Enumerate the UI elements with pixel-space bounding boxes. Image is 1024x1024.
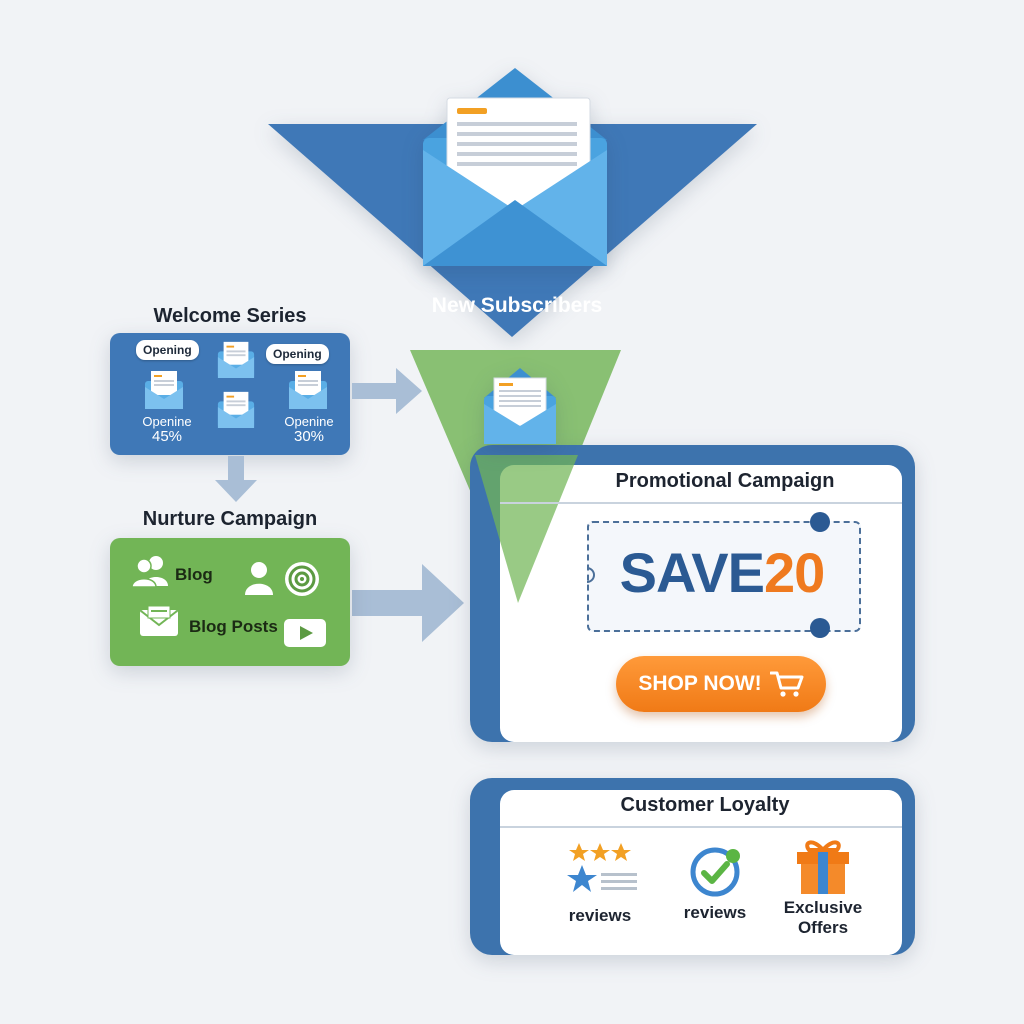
check-badge-icon bbox=[690, 847, 740, 897]
stat-right-value: 30% bbox=[293, 428, 325, 445]
opening-bubble-left: Opening bbox=[136, 340, 199, 360]
loyalty-item3-line2: Offers bbox=[797, 918, 849, 937]
loyalty-title: Customer Loyalty bbox=[620, 794, 790, 816]
opening-bubble-right: Opening bbox=[266, 344, 329, 364]
coupon-code-number: 20 bbox=[764, 541, 825, 604]
promo-divider bbox=[500, 502, 902, 504]
shop-now-button[interactable]: SHOP NOW! bbox=[616, 656, 826, 712]
stat-left: Openine 45% bbox=[128, 414, 206, 444]
loyalty-item-exclusive-offers: Exclusive Offers bbox=[770, 898, 876, 938]
play-icon bbox=[284, 619, 326, 647]
envelope-icon bbox=[423, 68, 607, 266]
shop-now-label: SHOP NOW! bbox=[638, 672, 762, 695]
users-icon bbox=[131, 556, 168, 588]
cart-icon bbox=[769, 671, 804, 697]
target-icon bbox=[285, 562, 319, 596]
envelope-icon bbox=[217, 391, 255, 429]
promo-title: Promotional Campaign bbox=[615, 470, 835, 492]
nurture-title: Nurture Campaign bbox=[142, 508, 318, 530]
stat-right-label: Openine bbox=[284, 414, 334, 429]
loyalty-item-reviews-2: reviews bbox=[683, 903, 747, 922]
star-icon bbox=[567, 843, 637, 892]
stat-left-value: 45% bbox=[151, 428, 183, 445]
envelope-icon bbox=[140, 606, 178, 636]
loyalty-item-reviews-1: reviews bbox=[568, 906, 632, 925]
envelope-icon bbox=[145, 371, 183, 409]
stat-left-label: Openine bbox=[142, 414, 192, 429]
user-icon bbox=[245, 562, 273, 595]
stat-right: Openine 30% bbox=[270, 414, 348, 444]
arrow-down-icon bbox=[215, 456, 257, 502]
nurture-item-blog: Blog bbox=[175, 565, 213, 584]
funnel-top-label: New Subscribers bbox=[431, 294, 603, 317]
envelope-icon bbox=[217, 341, 255, 379]
nurture-item-blog-posts: Blog Posts bbox=[189, 617, 278, 636]
coupon-code: SAVE20 bbox=[587, 540, 857, 605]
funnel-overlap bbox=[475, 455, 578, 603]
coupon-notches bbox=[586, 512, 830, 638]
coupon bbox=[587, 521, 861, 632]
arrow-right-icon bbox=[352, 564, 464, 642]
gift-icon bbox=[797, 840, 849, 894]
arrow-right-icon bbox=[352, 368, 422, 414]
loyalty-item3-line1: Exclusive bbox=[783, 898, 863, 917]
loyalty-divider bbox=[500, 826, 902, 828]
welcome-title: Welcome Series bbox=[153, 305, 307, 327]
envelope-icon bbox=[484, 368, 556, 444]
coupon-code-word: SAVE bbox=[619, 541, 765, 604]
envelope-icon bbox=[289, 371, 327, 409]
